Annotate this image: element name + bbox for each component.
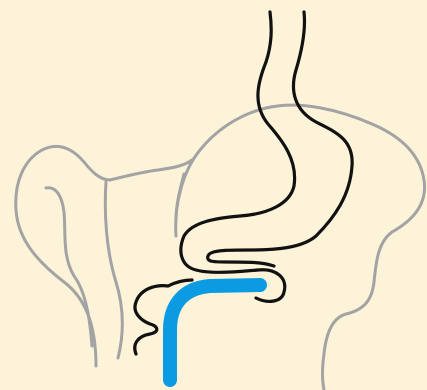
feeding-tube <box>170 285 260 380</box>
body-outline <box>16 105 425 390</box>
right-organ-outline <box>176 105 425 390</box>
inner-detail-outline <box>176 174 184 220</box>
tract-outer-wall <box>181 12 295 301</box>
middle-outline <box>105 182 122 358</box>
digestive-tract <box>135 12 352 354</box>
upper-connector-outline <box>110 160 192 180</box>
left-inner-outline <box>46 188 92 346</box>
left-lobe-outline <box>16 146 110 366</box>
